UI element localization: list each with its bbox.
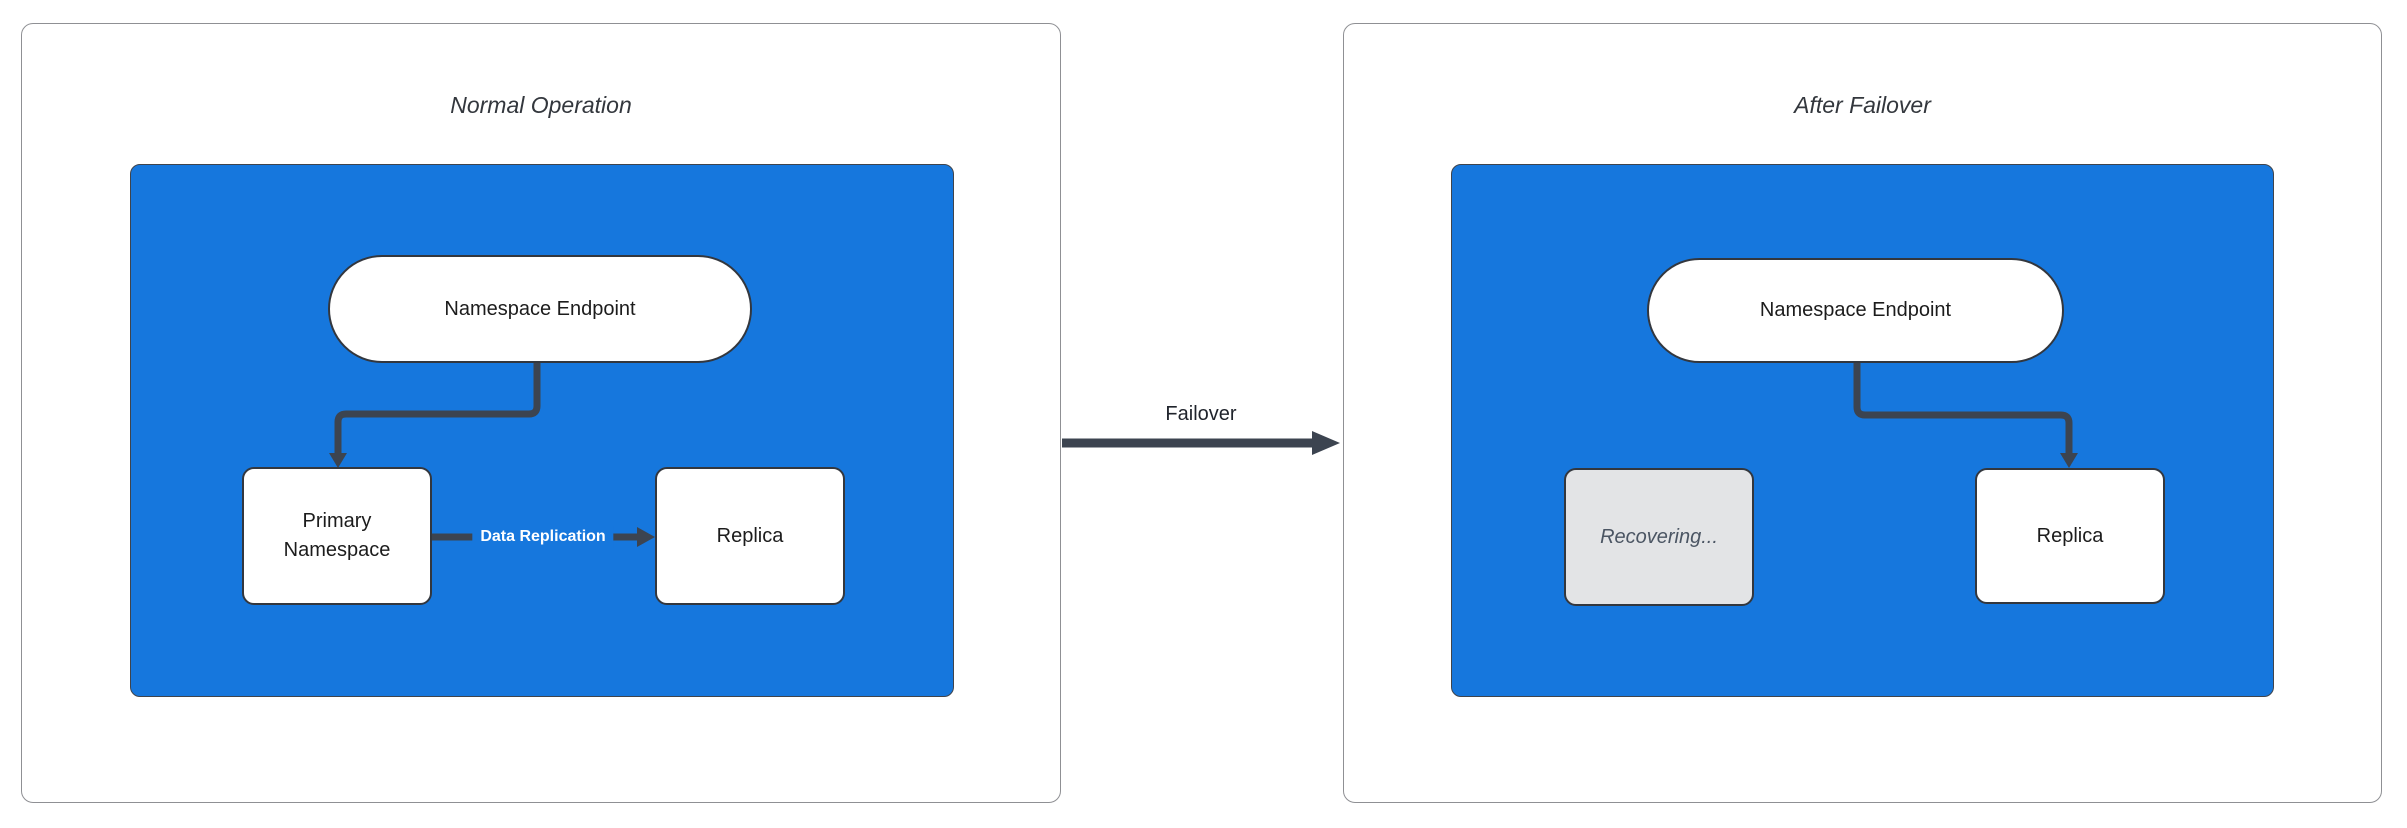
node-recovering: Recovering...	[1564, 468, 1754, 606]
panel-title-after-failover: After Failover	[1794, 92, 1931, 118]
panel-after-failover: After Failover Namespace Endpoint Recove…	[1343, 23, 2382, 803]
node-label: Primary Namespace	[283, 510, 391, 561]
edge-label-data-replication: Data Replication	[472, 526, 614, 548]
panel-normal-operation: Normal Operation Namespace Endpoint Prim…	[21, 23, 1061, 803]
panel-title-normal-operation: Normal Operation	[450, 92, 632, 118]
cluster-after-failover: Namespace Endpoint Recovering... Replica	[1451, 164, 2274, 697]
node-label: Replica	[2036, 524, 2104, 547]
cluster-normal-operation: Namespace Endpoint Primary Namespace Rep…	[130, 164, 954, 697]
node-replica-normal: Replica	[655, 467, 845, 605]
node-namespace-endpoint: Namespace Endpoint	[328, 255, 752, 363]
failover-arrow	[1062, 431, 1340, 455]
node-replica-after: Replica	[1975, 468, 2165, 604]
node-label: Recovering...	[1600, 525, 1718, 548]
connector-edges-after-failover	[1853, 363, 2078, 468]
node-label: Namespace Endpoint	[444, 297, 636, 320]
connector-edges-normal	[329, 363, 655, 547]
node-primary-namespace: Primary Namespace	[242, 467, 432, 605]
failover-label: Failover	[1165, 403, 1237, 425]
node-label: Replica	[716, 524, 784, 547]
node-namespace-endpoint-after: Namespace Endpoint	[1647, 258, 2064, 363]
node-label: Namespace Endpoint	[1759, 299, 1952, 321]
